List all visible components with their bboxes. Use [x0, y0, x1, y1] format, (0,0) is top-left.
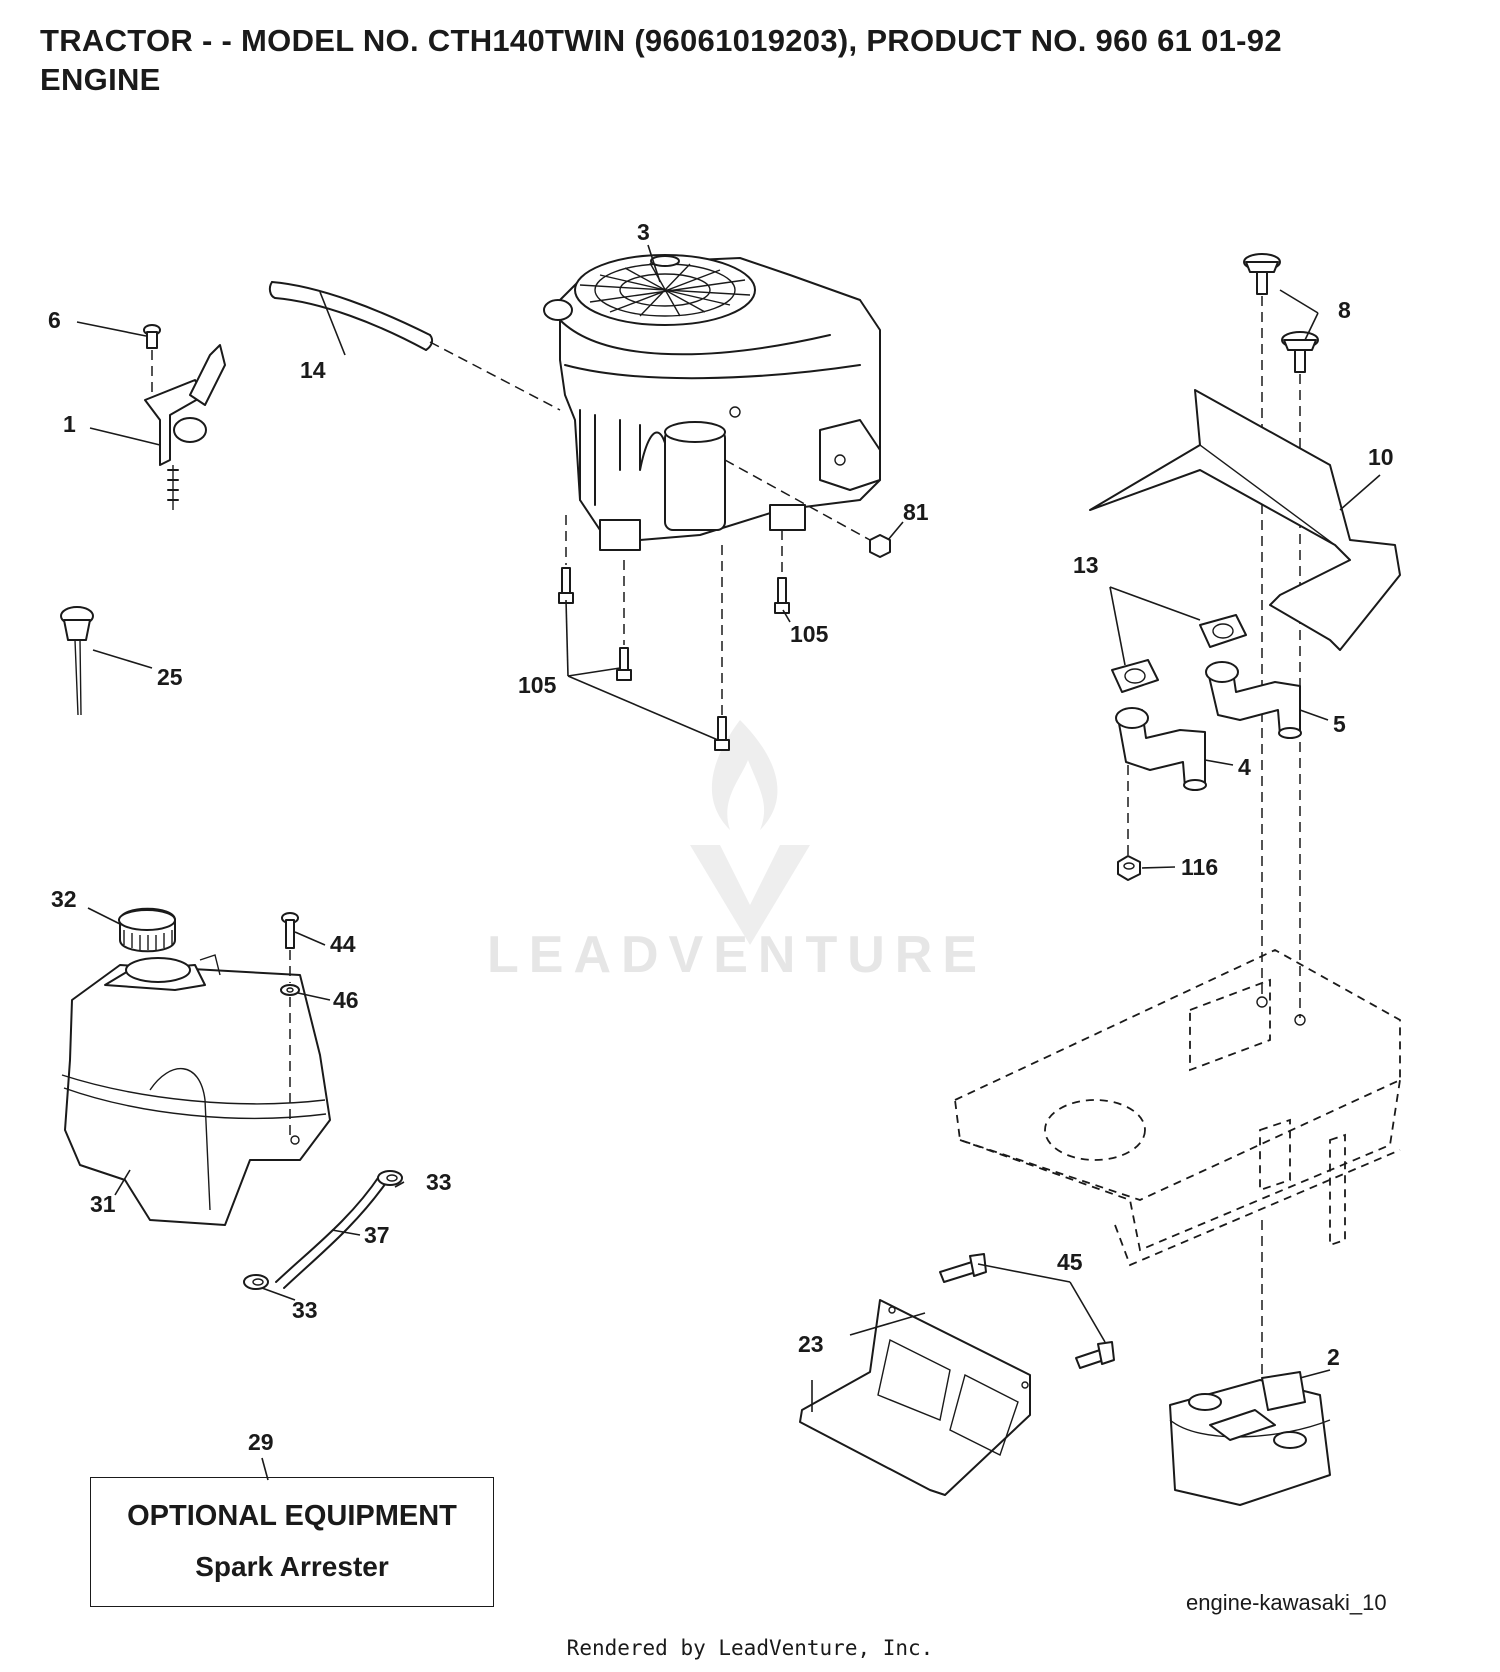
- callout-2: 6: [48, 307, 61, 333]
- gasket-part-13-b[interactable]: [1199, 614, 1247, 648]
- rendered-by-footer: Rendered by LeadVenture, Inc.: [566, 1636, 934, 1660]
- callout-29: 29: [248, 1429, 274, 1455]
- screw-part-2[interactable]: [143, 324, 161, 349]
- leader-lines: [76, 244, 1381, 1481]
- title-line-2: ENGINE: [40, 61, 161, 97]
- skid-plate-part-23[interactable]: [799, 1299, 1031, 1496]
- callout-labels: 6 1 3 14 8 10 13 5 4 116 81 105 105 25 3…: [48, 219, 1394, 1455]
- watermark-logo: [690, 720, 810, 945]
- callout-25: 25: [157, 664, 183, 690]
- bolt-part-105-b[interactable]: [616, 647, 632, 681]
- callout-105-a: 105: [518, 672, 557, 698]
- screw-part-45-b[interactable]: [1075, 1341, 1115, 1369]
- callout-116: 116: [1181, 854, 1218, 880]
- engine-part-3[interactable]: [543, 254, 881, 551]
- fuel-cap-part-32[interactable]: [118, 907, 176, 953]
- clamp-part-33-b[interactable]: [243, 1274, 269, 1290]
- callout-1: 1: [63, 411, 76, 437]
- title-line-1: TRACTOR - - MODEL NO. CTH140TWIN (960610…: [40, 23, 1282, 58]
- drawing-reference: engine-kawasaki_10: [1186, 1590, 1387, 1615]
- callout-31: 31: [90, 1191, 116, 1217]
- fuel-tank-part-31[interactable]: [61, 954, 331, 1226]
- fuel-hose-part-14[interactable]: [268, 281, 434, 351]
- screw-part-44[interactable]: [281, 912, 299, 949]
- tractor-frame-reference: [954, 948, 1401, 1267]
- washer-part-46[interactable]: [280, 984, 300, 996]
- diagram-title: TRACTOR - - MODEL NO. CTH140TWIN (960610…: [40, 22, 1282, 100]
- callout-14: 14: [300, 357, 326, 383]
- callout-33-b: 33: [292, 1297, 318, 1323]
- callout-37: 37: [364, 1222, 390, 1248]
- bolt-part-8-a[interactable]: [1243, 253, 1281, 295]
- callout-3: 3: [637, 219, 650, 245]
- optional-equipment-box: OPTIONAL EQUIPMENT Spark Arrester: [90, 1477, 494, 1607]
- callout-23: 23: [798, 1331, 824, 1357]
- callout-105-b: 105: [790, 621, 829, 647]
- callout-5: 4: [1238, 754, 1251, 780]
- exhaust-pipe-part-6[interactable]: [1205, 661, 1302, 739]
- callout-44: 44: [330, 931, 356, 957]
- exhaust-pipe-part-5[interactable]: [1115, 707, 1207, 791]
- callout-13: 13: [1073, 552, 1099, 578]
- optional-equipment-item: Spark Arrester: [195, 1551, 389, 1582]
- gasket-part-13-a[interactable]: [1111, 659, 1159, 693]
- bolt-part-8-b[interactable]: [1281, 331, 1319, 373]
- callout-46: 46: [333, 987, 359, 1013]
- dipstick-part-25[interactable]: [60, 606, 94, 716]
- watermark-text: LEADVENTURE: [487, 926, 988, 984]
- muffler-part-4[interactable]: [1169, 1371, 1331, 1506]
- callout-10: 10: [1368, 444, 1394, 470]
- callout-4: 2: [1327, 1344, 1340, 1370]
- callout-45: 45: [1057, 1249, 1083, 1275]
- callout-8: 8: [1338, 297, 1351, 323]
- clamp-part-33-a[interactable]: [377, 1170, 403, 1186]
- nut-part-81[interactable]: [869, 534, 891, 558]
- throttle-control-part-1[interactable]: [144, 344, 226, 510]
- callout-81: 81: [903, 499, 929, 525]
- fuel-line-part-37[interactable]: [275, 1174, 389, 1289]
- callout-6: 5: [1333, 711, 1346, 737]
- callout-32: 32: [51, 886, 77, 912]
- optional-equipment-heading: OPTIONAL EQUIPMENT: [127, 1500, 457, 1532]
- callout-33-a: 33: [426, 1169, 452, 1195]
- bolt-part-105-c[interactable]: [714, 716, 730, 751]
- bolt-part-105-a[interactable]: [558, 567, 574, 604]
- nut-part-116[interactable]: [1117, 855, 1141, 881]
- bolt-part-105-d[interactable]: [774, 577, 790, 614]
- heat-shield-part-10[interactable]: [1089, 389, 1401, 651]
- screw-part-45-a[interactable]: [939, 1253, 987, 1283]
